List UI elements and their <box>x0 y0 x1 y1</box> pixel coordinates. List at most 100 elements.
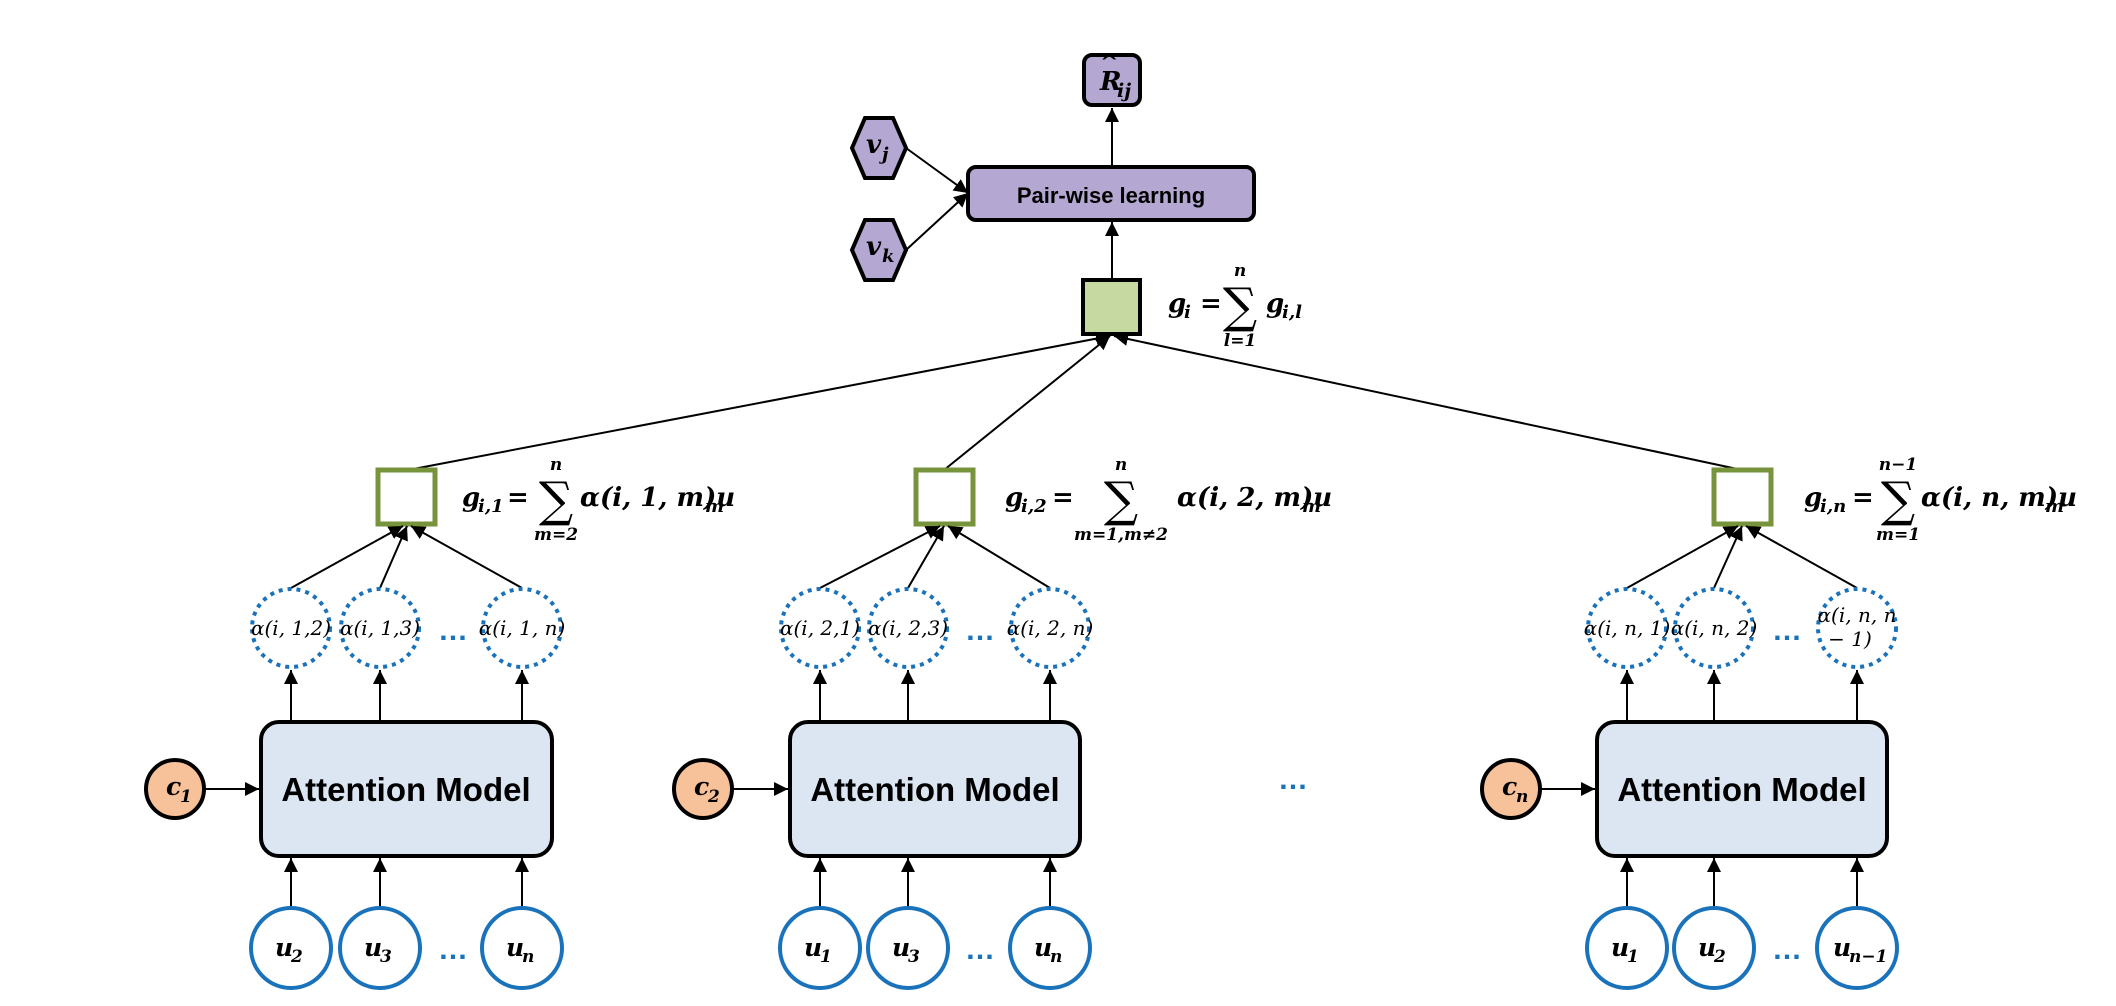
edge-group2-gi <box>943 335 1111 471</box>
formula-lower: m=1 <box>1876 525 1920 545</box>
alpha-label-continued: − 1) <box>1828 627 1872 651</box>
groups-ellipsis: … <box>1278 763 1308 796</box>
edge-group1-gi <box>407 331 1111 471</box>
user-sub: 3 <box>908 947 920 967</box>
alpha-ellipsis: … <box>1772 614 1802 647</box>
output-node: R ^ ij <box>1082 50 1142 107</box>
formula-term: g <box>1266 289 1284 319</box>
user-node <box>480 906 564 990</box>
user-sub: n <box>1050 947 1062 967</box>
g-i2-formula: g i,2 = ∑ n m=1,m≠2 α(i, 2, m)u m <box>1005 455 1332 545</box>
attention-model-box <box>1595 720 1889 858</box>
context-symbol: c <box>166 772 181 801</box>
formula-term-sub: m <box>1302 496 1321 517</box>
alpha-label: α(i, n, n <box>1818 603 1897 627</box>
alpha-node <box>481 587 563 669</box>
alpha-node <box>1816 587 1898 669</box>
user-sub: n <box>522 947 534 967</box>
v-k-node: v k <box>849 218 909 282</box>
edge-alpha-square <box>1626 525 1739 589</box>
alpha-node <box>339 587 421 669</box>
group-n: g i,n = ∑ n−1 m=1 α(i, n, m)u m α(i, n, … <box>1480 455 2077 990</box>
formula-eq: = <box>1052 483 1074 513</box>
g-i1-formula: g i,1 = ∑ n m=2 α(i, 1, m)u m <box>462 455 735 545</box>
formula-sigma: ∑ <box>539 472 573 528</box>
context-node <box>1480 758 1542 820</box>
context-sub: 2 <box>707 787 720 807</box>
pairwise-label: Pair-wise learning <box>1017 183 1205 208</box>
attention-model-label: Attention Model <box>1617 771 1866 808</box>
edge-alpha-square <box>947 525 1051 589</box>
formula-lhs: g <box>1168 289 1186 319</box>
formula-lower: l=1 <box>1224 331 1257 351</box>
alpha-node <box>1009 587 1091 669</box>
formula-sigma: ∑ <box>1881 472 1915 528</box>
edge-alpha-square <box>290 525 404 589</box>
user-node <box>866 906 950 990</box>
alpha-label: α(i, 2,1) <box>780 616 860 640</box>
formula-term-sub: i,l <box>1282 302 1302 323</box>
top-section: R ^ ij Pair-wise learning v j v k <box>849 50 1302 351</box>
output-hat: ^ <box>1100 50 1118 76</box>
alpha-label: α(i, 1,2) <box>251 616 331 640</box>
formula-term: α(i, 2, m)u <box>1177 483 1332 513</box>
user-sub: 1 <box>1627 947 1639 967</box>
context-sub: n <box>1516 787 1528 807</box>
formula-sigma: ∑ <box>1104 472 1138 528</box>
g-i-node <box>1081 278 1142 336</box>
formula-lhs: g <box>1005 483 1023 513</box>
edge-alpha-square <box>379 525 408 589</box>
g-i1-node <box>375 467 438 527</box>
edge-vj-pairwise <box>905 147 969 194</box>
formula-lhs-sub: i,1 <box>478 496 504 517</box>
alpha-node <box>867 587 949 669</box>
alpha-ellipsis: … <box>965 614 995 647</box>
user-symbol: u <box>506 933 524 962</box>
user-node <box>249 906 333 990</box>
group-1: g i,1 = ∑ n m=2 α(i, 1, m)u m α(i, 1,2) … <box>144 455 735 990</box>
user-symbol: u <box>364 933 382 962</box>
formula-lhs-sub: i,n <box>1820 496 1846 517</box>
v-j-symbol: v <box>866 130 882 160</box>
formula-lower: m=1,m≠2 <box>1074 525 1168 545</box>
output-sub: ij <box>1117 80 1131 102</box>
alpha-label: α(i, 1,3) <box>340 616 420 640</box>
pairwise-learning-box: Pair-wise learning <box>966 165 1256 222</box>
user-symbol: u <box>275 933 293 962</box>
context-node <box>144 758 206 820</box>
alpha-ellipsis: … <box>438 614 468 647</box>
user-node <box>1585 906 1669 990</box>
formula-eq: = <box>507 483 529 513</box>
g-in-node <box>1711 467 1774 527</box>
user-ellipsis: … <box>1772 933 1802 966</box>
user-node <box>778 906 862 990</box>
user-node <box>1672 906 1756 990</box>
formula-upper: n−1 <box>1879 455 1917 475</box>
g-i-formula: g i = ∑ n l=1 g i,l <box>1168 261 1302 351</box>
attention-model-label: Attention Model <box>281 771 530 808</box>
formula-term: α(i, n, m)u <box>1921 483 2077 513</box>
v-j-sub: j <box>879 144 889 165</box>
alpha-label: α(i, 2, n) <box>1007 616 1094 640</box>
group-2: g i,2 = ∑ n m=1,m≠2 α(i, 2, m)u m α(i, 2… <box>672 455 1332 990</box>
alpha-label: α(i, n, 1) <box>1584 616 1671 640</box>
formula-eq: = <box>1852 483 1874 513</box>
context-symbol: c <box>694 772 709 801</box>
formula-lhs: g <box>1804 483 1822 513</box>
formula-sigma: ∑ <box>1223 278 1257 334</box>
formula-lhs-sub: i,2 <box>1021 496 1047 517</box>
user-node <box>338 906 422 990</box>
attention-model-box <box>788 720 1082 858</box>
context-sub: 1 <box>180 787 192 807</box>
user-node <box>1815 906 1899 990</box>
user-sub: 1 <box>820 947 832 967</box>
user-ellipsis: … <box>438 933 468 966</box>
user-symbol: u <box>1611 933 1629 962</box>
user-symbol: u <box>892 933 910 962</box>
v-k-symbol: v <box>866 232 882 262</box>
v-j-node: v j <box>849 116 909 180</box>
user-ellipsis: … <box>965 933 995 966</box>
formula-lhs: g <box>462 483 480 513</box>
edge-vk-pairwise <box>905 192 969 251</box>
